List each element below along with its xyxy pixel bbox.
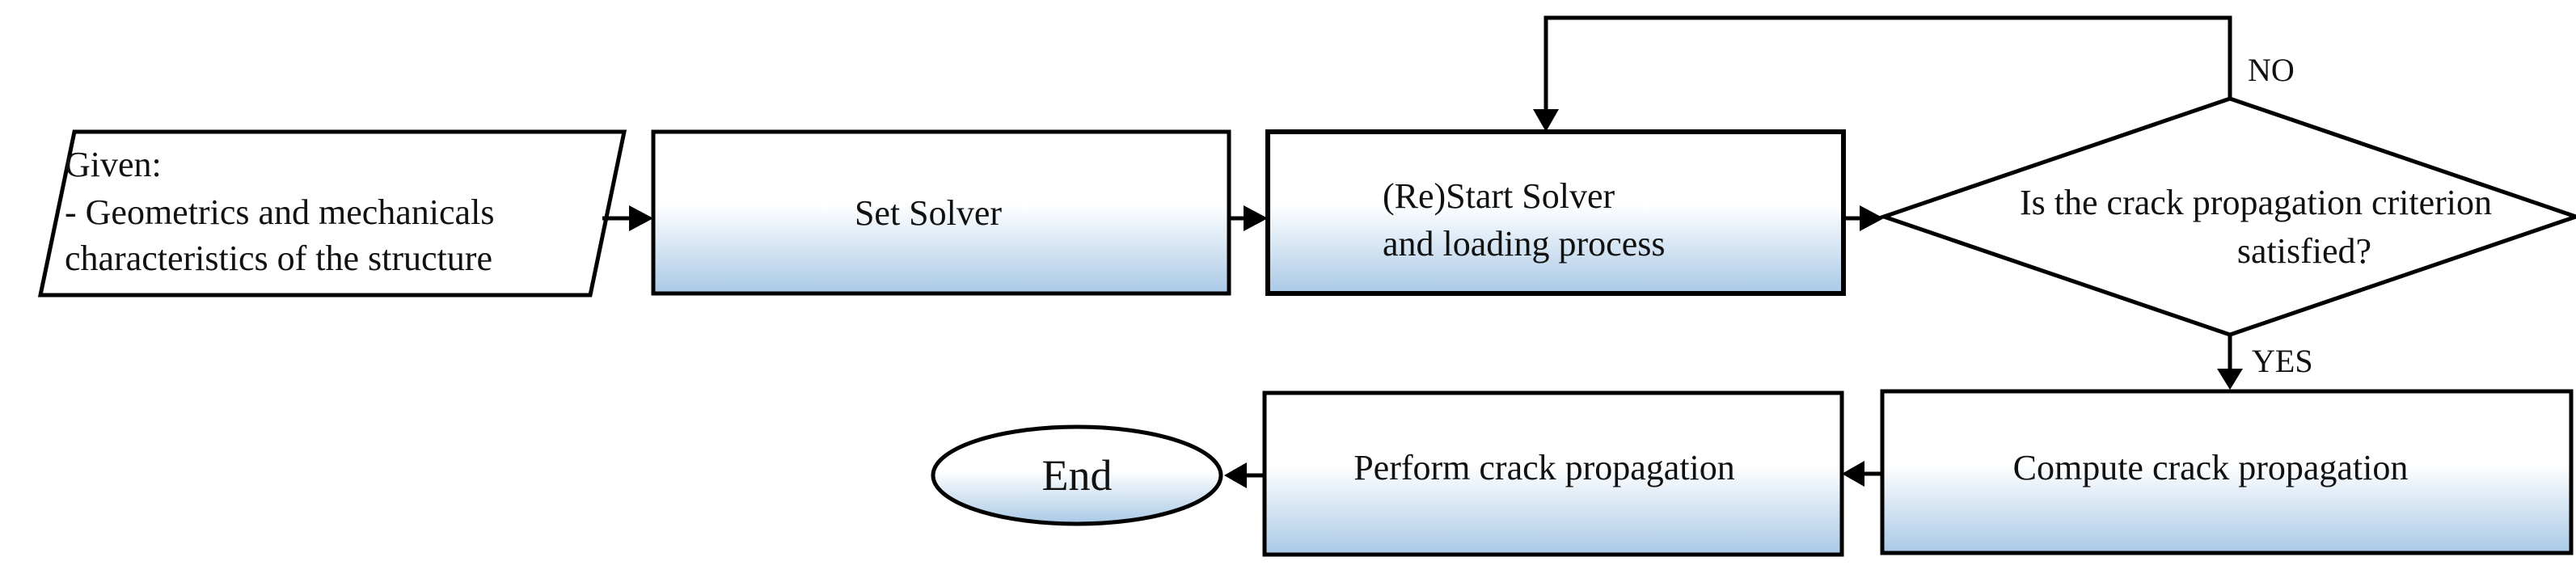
arrow-compute-to-perform bbox=[1842, 461, 1882, 487]
no-label: NO bbox=[2248, 52, 2295, 88]
restart-solver-node: (Re)Start Solver and loading process bbox=[1265, 129, 1846, 296]
criterion-line-1: Is the crack propagation criterion bbox=[2020, 183, 2492, 222]
arrow-no-loop bbox=[1533, 15, 2232, 132]
criterion-node: Is the crack propagation criterion satis… bbox=[1877, 96, 2576, 337]
arrow-set-solver-to-restart bbox=[1229, 205, 1268, 231]
perform-label: Perform crack propagation bbox=[1353, 448, 1735, 487]
restart-solver-line-2: and loading process bbox=[1383, 224, 1665, 264]
given-line-1: Given: bbox=[65, 145, 162, 184]
arrow-perform-to-end bbox=[1224, 462, 1265, 488]
end-label: End bbox=[1042, 451, 1113, 500]
given-shape bbox=[37, 129, 627, 298]
set-solver-node: Set Solver bbox=[651, 129, 1231, 296]
compute-label: Compute crack propagation bbox=[2013, 448, 2409, 487]
arrow-given-to-set-solver bbox=[602, 205, 653, 231]
restart-solver-box bbox=[1265, 129, 1846, 296]
end-ellipse bbox=[931, 424, 1223, 526]
given-line-3: characteristics of the structure bbox=[65, 238, 492, 278]
set-solver-label: Set Solver bbox=[855, 193, 1002, 233]
perform-box bbox=[1262, 390, 1844, 557]
criterion-line-2: satisfied? bbox=[2237, 231, 2371, 271]
yes-label: YES bbox=[2252, 343, 2313, 379]
end-node: End bbox=[931, 424, 1223, 526]
given-line-2: - Geometrics and mechanicals bbox=[65, 192, 494, 232]
compute-node: Compute crack propagation bbox=[1880, 389, 2574, 555]
arrow-restart-to-criterion bbox=[1843, 205, 1884, 231]
perform-node: Perform crack propagation bbox=[1262, 390, 1844, 557]
arrow-yes bbox=[2217, 335, 2243, 390]
criterion-diamond bbox=[1877, 96, 2576, 337]
restart-solver-line-1: (Re)Start Solver bbox=[1383, 176, 1615, 216]
set-solver-box bbox=[651, 129, 1231, 296]
given-node: Given: - Geometrics and mechanicals char… bbox=[37, 129, 627, 298]
